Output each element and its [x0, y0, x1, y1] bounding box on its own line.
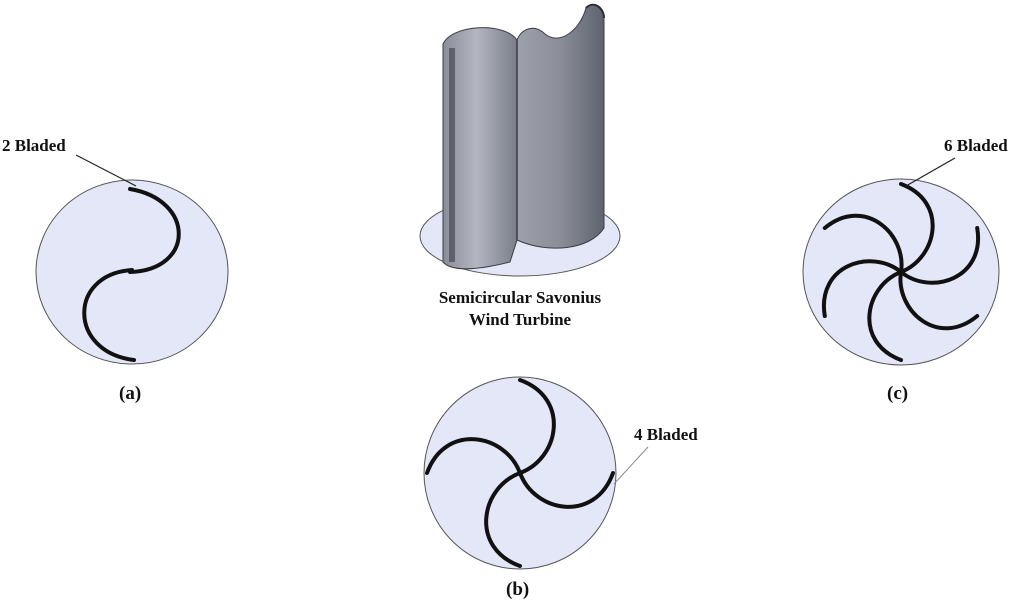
rotor-c-blade-2	[899, 226, 981, 285]
rotor-c-leader-line	[905, 157, 956, 187]
rotor-b-four-blade	[423, 376, 649, 570]
sublabel-b: (b)	[506, 579, 530, 600]
turbine-blade-right	[516, 4, 605, 249]
rotor-a-leader-line	[75, 154, 137, 187]
turbine-caption-line-2: Wind Turbine	[468, 310, 572, 329]
four-blade-callout: 4 Bladed	[634, 425, 698, 444]
rotor-a-blade-1	[128, 187, 181, 274]
six-blade-callout: 6 Bladed	[944, 136, 1008, 155]
rotor-a-blade-2	[82, 268, 136, 362]
turbine-caption: Semicircular Savonius Wind Turbine	[410, 287, 630, 331]
rotor-a-two-blade	[35, 154, 229, 365]
turbine-blade-left	[442, 27, 518, 270]
rotor-b-leader-line	[613, 446, 649, 485]
two-blade-callout: 2 Bladed	[2, 136, 66, 155]
turbine-blade-right-rim	[585, 3, 605, 19]
rotor-c-blade-6	[822, 213, 904, 274]
rotor-c-blade-1	[899, 182, 935, 274]
rotor-c-six-blade	[802, 157, 1000, 366]
rotor-c-blade-3	[898, 270, 980, 331]
rotor-c-blade-5	[821, 259, 903, 318]
rotor-b-blade-2	[518, 471, 615, 509]
sublabel-c: (c)	[887, 383, 909, 404]
rotor-b-blade-1	[518, 378, 556, 475]
rotor-c-blade-4	[867, 270, 903, 362]
savonius-turbine-3d	[419, 3, 621, 277]
sublabel-a: (a)	[119, 383, 142, 404]
rotor-b-blade-4	[425, 437, 522, 475]
rotor-b-blade-3	[484, 471, 522, 568]
turbine-caption-line-1: Semicircular Savonius	[438, 288, 602, 307]
